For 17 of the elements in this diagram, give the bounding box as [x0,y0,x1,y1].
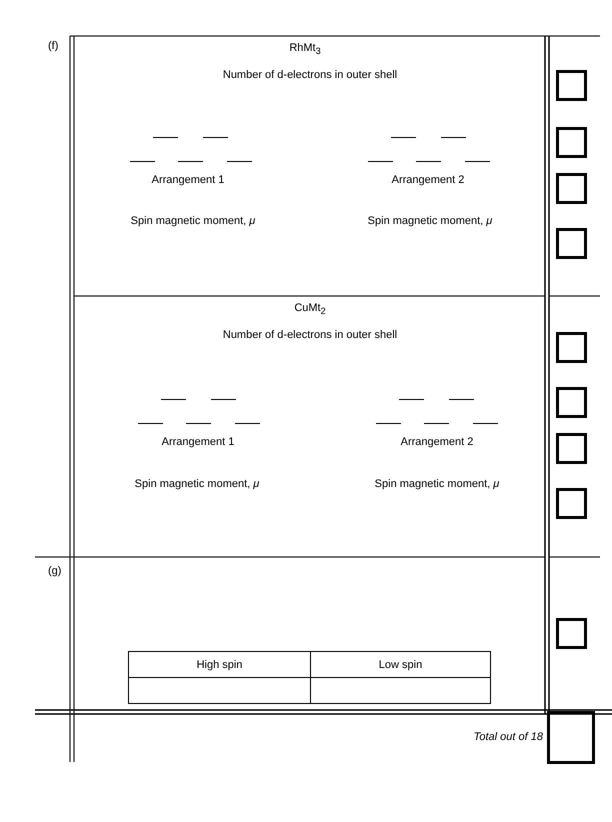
total-marks-text: Total out of 18 [474,731,543,744]
question-label: (g) [48,565,62,578]
question-label: (f) [48,40,58,53]
question-text: Spin magnetic moment, μ [374,478,500,491]
arrangement-label: Arrangement 1 [152,174,224,187]
question-text: Number of d-electrons in outer shell [222,69,398,82]
arrangement-label: Arrangement 2 [392,174,464,187]
arrangement-label: Arrangement 1 [162,436,234,449]
complex-formula: CuMt$_{2}$ [294,302,326,318]
question-text: Spin magnetic moment, μ [368,215,492,228]
column-header: Low spin [310,651,491,678]
question-text: Spin magnetic moment, μ [134,478,260,491]
question-text: Number of d-electrons in outer shell [222,329,398,342]
question-text: Spin magnetic moment, μ [130,215,256,228]
arrangement-label: Arrangement 2 [400,436,474,449]
complex-formula: RhMt$_{3}$ [289,42,321,58]
column-header: High spin [128,651,311,678]
